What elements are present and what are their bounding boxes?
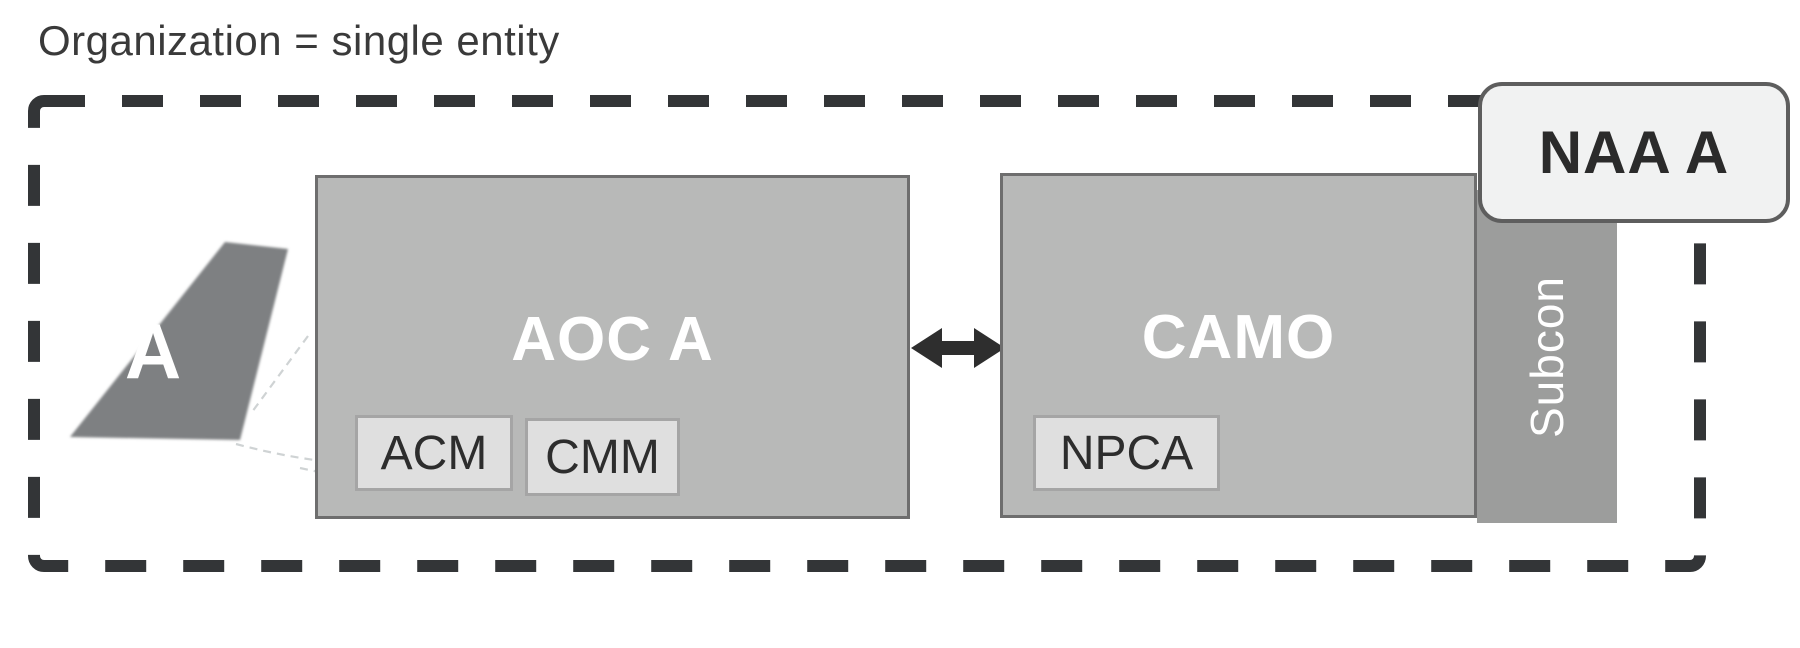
tailfin-icon [70, 242, 288, 440]
camo-box: CAMO NPCA [1000, 173, 1477, 518]
subcon-box: Subcon [1477, 190, 1617, 523]
npca-chip: NPCA [1033, 415, 1220, 491]
camo-label: CAMO [1141, 303, 1336, 372]
organization-boundary [28, 95, 1706, 572]
acm-chip: ACM [355, 415, 513, 491]
subcon-label: Subcon [1521, 275, 1574, 438]
bidirectional-arrow-icon [911, 328, 1005, 368]
aoc-box: AOC A ACM CMM [315, 175, 910, 519]
cmm-chip: CMM [525, 418, 680, 496]
tailfin-letter: A [124, 306, 182, 395]
diagram-title: Organization = single entity [38, 17, 560, 64]
naa-badge: NAA A [1478, 82, 1790, 223]
aoc-label: AOC A [511, 305, 714, 374]
